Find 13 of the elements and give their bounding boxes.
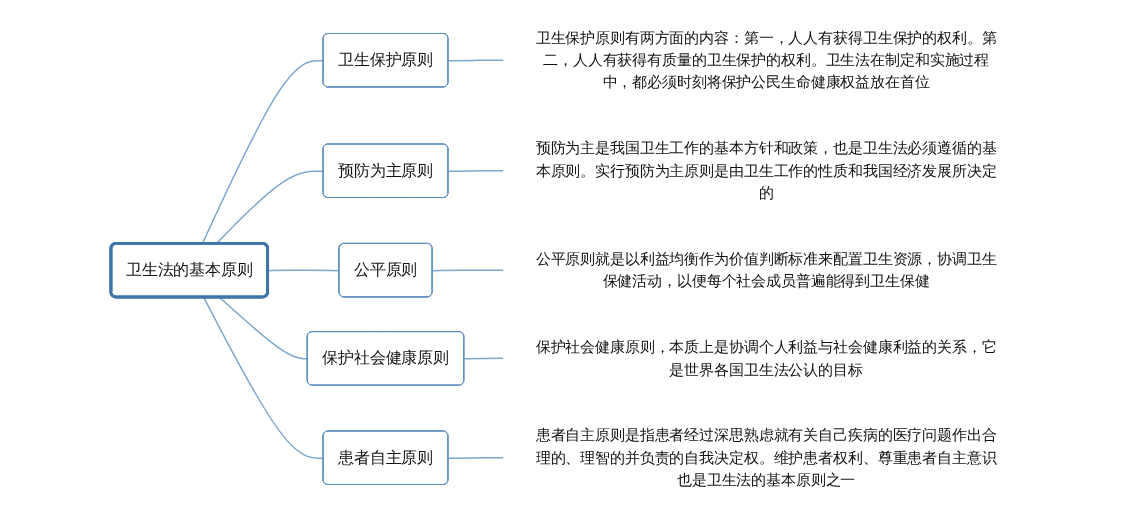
connector: [447, 170, 505, 172]
node-text: 患者自主原则是指患者经过深思熟虑就有关自己疾病的医疗问题作出合理的、理智的并负责的自我决定权。维护患者权利、尊重患者自主意识也是卫生法的基本原则之一: [535, 426, 997, 489]
node-text: 卫生保护原则有两方面的内容：第一，人人有获得卫生保护的权利。第二，人人有获得有质量的卫生保护的权利。卫生法在制定和实施过程中，都必须时刻将保护公民生命健康权益放在首位: [535, 28, 997, 92]
node-text: 预防为主是我国卫生工作的基本方针和政策，也是卫生法必须遵循的基本原则。实行预防为主原则是由卫生工作的性质和我国经济发展所决定的: [535, 139, 997, 202]
connector: [267, 269, 341, 272]
connector: [203, 296, 325, 459]
connector: [463, 357, 505, 360]
node-text: 保护社会健康原则，本质上是协调个人利益与社会健康利益的关系，它是世界各国卫生法公认的目标: [535, 338, 997, 379]
connector: [447, 59, 505, 62]
connector: [218, 296, 309, 360]
node-text: 公平原则就是以利益均衡作为价值判断标准来配置卫生资源，协调卫生保健活动，以便每个社会成员普遍能得到卫生保健: [535, 249, 997, 290]
connector: [431, 269, 505, 272]
connector: [447, 457, 505, 459]
